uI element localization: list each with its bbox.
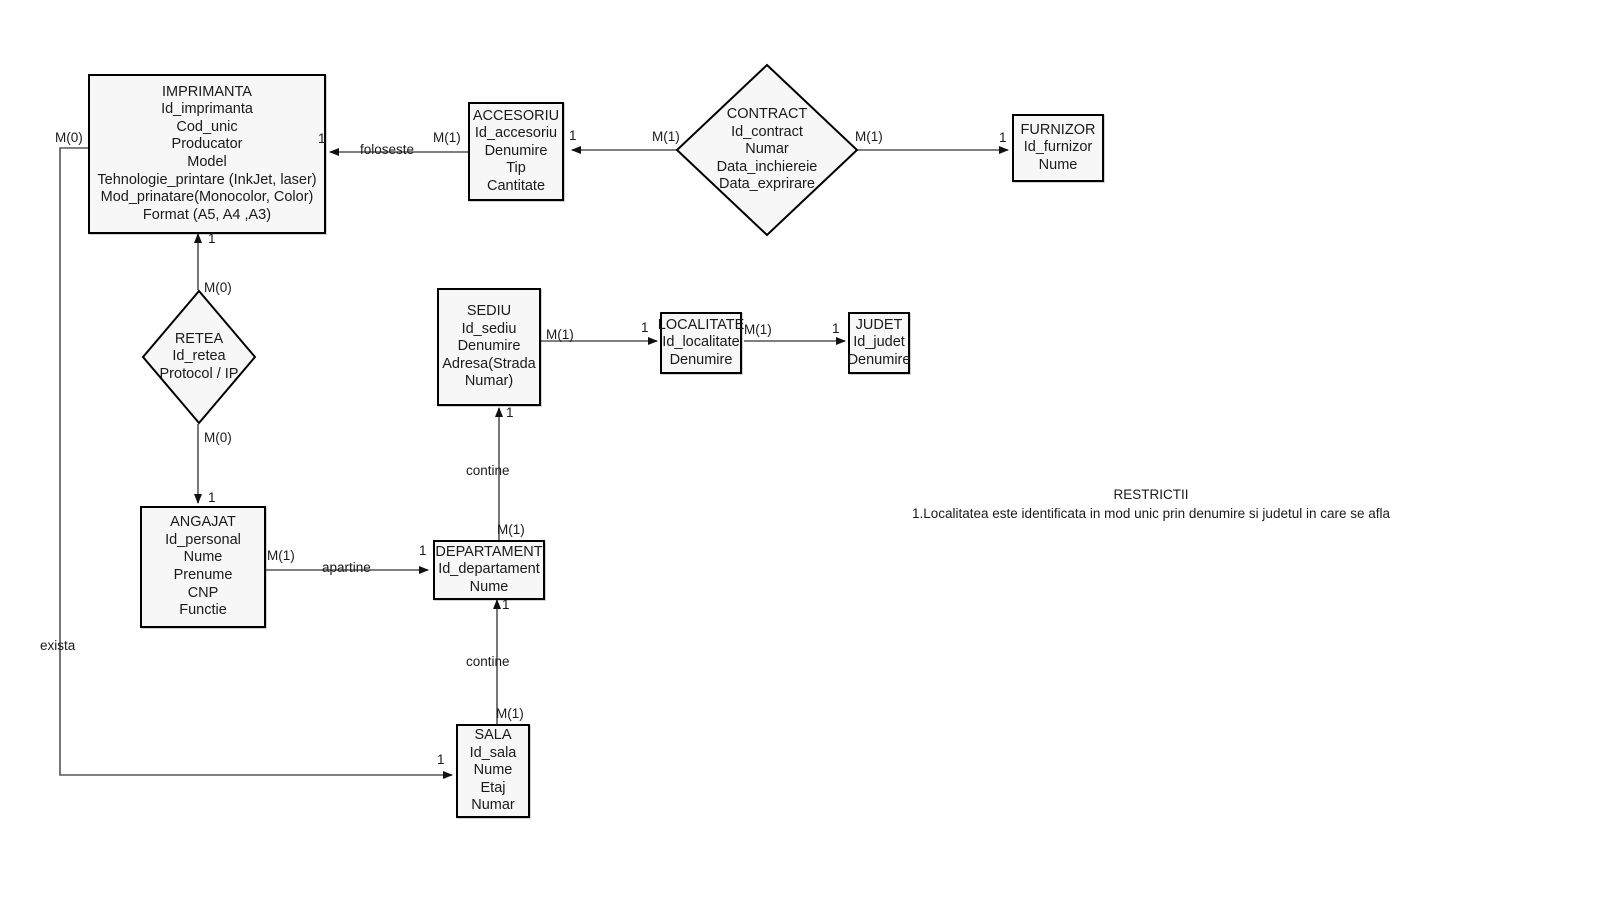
entity-attribute: Nume bbox=[183, 549, 223, 566]
relationship-attribute: Protocol / IP bbox=[159, 365, 239, 382]
entity-attribute: Id_departament bbox=[438, 561, 540, 578]
relationship-contract[interactable]: CONTRACT Id_contract Numar Data_inchiere… bbox=[675, 63, 859, 237]
entity-attribute: Cantitate bbox=[486, 177, 546, 194]
cardinality-imprimanta-right: 1 bbox=[318, 131, 326, 146]
entity-attribute: Nume bbox=[473, 762, 513, 779]
entity-sala[interactable]: SALA Id_sala Nume Etaj Numar bbox=[456, 724, 530, 818]
cardinality-sediu-bottom: 1 bbox=[506, 405, 514, 420]
entity-attribute: Denumire bbox=[847, 351, 911, 368]
entity-attribute: Cod_unic bbox=[176, 118, 238, 135]
entity-attribute: Id_sediu bbox=[461, 320, 517, 337]
entity-title: LOCALITATE bbox=[657, 316, 745, 333]
entity-title: DEPARTAMENT bbox=[435, 543, 543, 560]
entity-furnizor[interactable]: FURNIZOR Id_furnizor Nume bbox=[1012, 114, 1104, 182]
entity-attribute: Denumire bbox=[669, 351, 733, 368]
relationship-retea[interactable]: RETEA Id_retea Protocol / IP bbox=[141, 289, 257, 425]
entity-title: SALA bbox=[474, 727, 512, 744]
cardinality-sediu-right: M(1) bbox=[546, 327, 574, 342]
entity-attribute: Id_sala bbox=[469, 744, 517, 761]
cardinality-accesoriu-left: M(1) bbox=[433, 130, 461, 145]
cardinality-retea-bottom: M(0) bbox=[204, 430, 232, 445]
entity-title: JUDET bbox=[855, 316, 903, 333]
cardinality-contract-left: M(1) bbox=[652, 129, 680, 144]
relationship-attribute: Id_retea bbox=[172, 348, 226, 365]
entity-attribute: Tip bbox=[506, 160, 526, 177]
entity-angajat[interactable]: ANGAJAT Id_personal Nume Prenume CNP Fun… bbox=[140, 506, 266, 628]
entity-attribute: Adresa(Strada bbox=[442, 355, 536, 372]
edge-label-contine-sediu: contine bbox=[466, 463, 510, 478]
cardinality-angajat-top: 1 bbox=[208, 490, 216, 505]
cardinality-retea-top: M(0) bbox=[204, 280, 232, 295]
entity-attribute: Id_accesoriu bbox=[474, 125, 558, 142]
entity-attribute: Producator bbox=[171, 136, 243, 153]
entity-attribute: Id_imprimanta bbox=[161, 101, 253, 118]
entity-accesoriu[interactable]: ACCESORIU Id_accesoriu Denumire Tip Cant… bbox=[468, 102, 564, 201]
entity-attribute: Numar bbox=[471, 797, 515, 814]
edge-label-foloseste: foloseste bbox=[360, 142, 415, 157]
edge-label-exista: exista bbox=[40, 638, 76, 653]
cardinality-imprimanta-bottom: 1 bbox=[208, 231, 216, 246]
entity-title: ANGAJAT bbox=[170, 514, 236, 531]
entity-title: SEDIU bbox=[466, 303, 512, 320]
entity-title: ACCESORIU bbox=[472, 107, 560, 124]
entity-attribute: Id_localitate bbox=[662, 334, 740, 351]
cardinality-sala-top: M(1) bbox=[496, 706, 524, 721]
entity-title: FURNIZOR bbox=[1020, 121, 1096, 138]
entity-attribute: Nume bbox=[469, 578, 509, 595]
entity-sediu[interactable]: SEDIU Id_sediu Denumire Adresa(Strada Nu… bbox=[437, 288, 541, 406]
entity-attribute: Numar) bbox=[464, 373, 514, 390]
cardinality-judet-left: 1 bbox=[832, 321, 840, 336]
entity-attribute: Tehnologie_printare (InkJet, laser) bbox=[97, 171, 317, 188]
relationship-attribute: Numar bbox=[745, 141, 789, 158]
entity-imprimanta[interactable]: IMPRIMANTA Id_imprimanta Cod_unic Produc… bbox=[88, 74, 326, 234]
relationship-title: CONTRACT bbox=[726, 106, 808, 123]
relationship-attribute: Data_exprirare bbox=[719, 176, 815, 193]
entity-attribute: Denumire bbox=[484, 142, 548, 159]
cardinality-departament-top: M(1) bbox=[497, 522, 525, 537]
cardinality-sala-left: 1 bbox=[437, 752, 445, 767]
entity-attribute: Id_judet bbox=[853, 334, 905, 351]
entity-attribute: Nume bbox=[1038, 156, 1078, 173]
entity-title: IMPRIMANTA bbox=[162, 83, 252, 100]
edge-imprimanta-sala-exista bbox=[59, 147, 453, 779]
relationship-attribute: Data_inchiereie bbox=[716, 158, 818, 175]
entity-attribute: Prenume bbox=[173, 567, 233, 583]
edge-label-contine-departament: contine bbox=[466, 654, 510, 669]
entity-attribute: Id_furnizor bbox=[1023, 139, 1093, 156]
relationship-title: RETEA bbox=[174, 330, 224, 347]
cardinality-contract-right: M(1) bbox=[855, 129, 883, 144]
cardinality-accesoriu-right: 1 bbox=[569, 128, 577, 143]
cardinality-localitate-left: 1 bbox=[641, 320, 649, 335]
cardinality-departament-left: 1 bbox=[419, 543, 427, 558]
diamond-shape bbox=[141, 289, 257, 425]
entity-attribute: Model bbox=[187, 154, 227, 170]
entity-attribute: Id_personal bbox=[165, 531, 241, 548]
cardinality-imprimanta-left: M(0) bbox=[55, 130, 83, 145]
entity-departament[interactable]: DEPARTAMENT Id_departament Nume bbox=[433, 540, 545, 600]
entity-attribute: Functie bbox=[179, 602, 227, 619]
entity-attribute: Mod_prinatare(Monocolor, Color) bbox=[100, 189, 314, 206]
restrictions-note: RESTRICTII 1.Localitatea este identifica… bbox=[896, 485, 1406, 523]
entity-attribute: Etaj bbox=[480, 779, 506, 796]
restrictions-line-1: 1.Localitatea este identificata in mod u… bbox=[911, 506, 1391, 521]
cardinality-angajat-right: M(1) bbox=[267, 548, 295, 563]
entity-attribute: CNP bbox=[187, 584, 219, 601]
edge-label-apartine: apartine bbox=[322, 560, 371, 575]
cardinality-localitate-right: M(1) bbox=[744, 322, 772, 337]
cardinality-furnizor-left: 1 bbox=[999, 130, 1007, 145]
relationship-attribute: Id_contract bbox=[731, 123, 803, 140]
entity-localitate[interactable]: LOCALITATE Id_localitate Denumire bbox=[657, 312, 745, 374]
restrictions-title: RESTRICTII bbox=[1113, 487, 1189, 502]
cardinality-departament-bottom: 1 bbox=[502, 597, 510, 612]
entity-attribute: Format (A5, A4 ,A3) bbox=[142, 206, 272, 223]
diamond-shape bbox=[675, 63, 859, 237]
entity-judet[interactable]: JUDET Id_judet Denumire bbox=[848, 312, 910, 374]
entity-attribute: Denumire bbox=[457, 338, 521, 355]
